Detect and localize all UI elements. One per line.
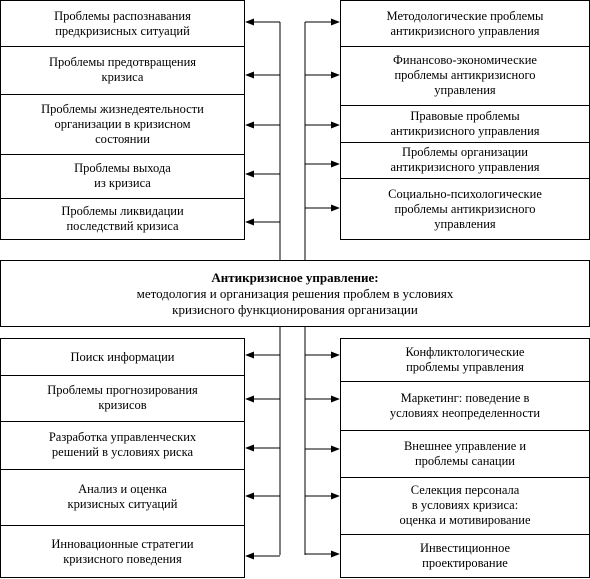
bottom-left-item-search: Поиск информации (70, 349, 175, 364)
bottom-left-item-forecasting: Проблемы прогнозирования кризисов (47, 383, 198, 412)
bottom-left-group: Поиск информации Проблемы прогнозировани… (0, 338, 245, 578)
top-right-item-legal: Правовые проблемы антикризисного управле… (390, 108, 540, 138)
bottom-left-item-innovation: Инновационные стратегии кризисного повед… (51, 536, 194, 566)
top-right-item-organization: Проблемы организации антикризисного упра… (390, 145, 540, 174)
top-left-item-exit: Проблемы выхода из кризиса (74, 161, 171, 190)
central-line-2: кризисного функционирования организации (172, 301, 418, 317)
top-right-item-methodology: Методологические проблемы антикризисного… (386, 8, 544, 38)
bottom-right-item-marketing: Маркетинг: поведение в условиях неопреде… (389, 390, 541, 420)
bottom-right-item-external: Внешнее управление и проблемы санации (403, 438, 527, 468)
central-line-1: методология и организация решения пробле… (136, 285, 454, 301)
top-left-group: Проблемы распознавания предкризисных сит… (0, 0, 245, 240)
bottom-right-item-personnel: Селекция персонала в условиях кризиса: о… (399, 483, 531, 527)
central-box: Антикризисное управление: методология и … (0, 260, 590, 327)
top-left-item-survival: Проблемы жизнедеятельности организации в… (41, 101, 204, 146)
bottom-left-item-decisions: Разработка управленческих решений в усло… (48, 430, 197, 459)
top-left-item-liquidation: Проблемы ликвидации последствий кризиса (61, 204, 184, 233)
bottom-left-item-analysis: Анализ и оценка кризисных ситуаций (67, 482, 178, 511)
bottom-right-item-conflict: Конфликтологические проблемы управления (405, 345, 525, 374)
bottom-right-group: Конфликтологические проблемы управления … (340, 338, 590, 578)
top-right-group: Методологические проблемы антикризисного… (340, 0, 590, 240)
central-title: Антикризисное управление: (211, 269, 379, 285)
top-left-item-recognition: Проблемы распознавания предкризисных сит… (54, 8, 191, 38)
top-right-item-finance: Финансово-экономические проблемы антикри… (393, 53, 537, 97)
top-left-item-prevention: Проблемы предотвращения кризиса (48, 55, 197, 84)
top-right-item-social: Социально-психологические проблемы антик… (388, 186, 542, 231)
bottom-right-item-investment: Инвестиционное проектирование (419, 541, 511, 570)
